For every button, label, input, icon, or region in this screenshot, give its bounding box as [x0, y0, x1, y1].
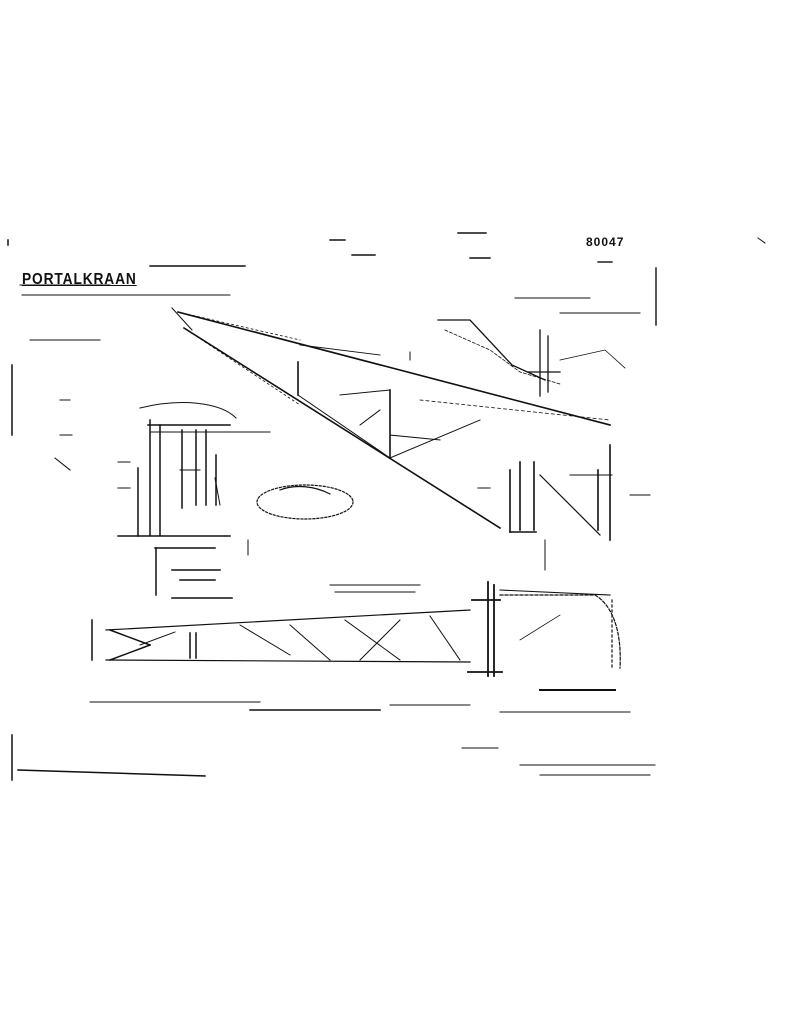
wheel-ellipse: [256, 484, 354, 520]
base-block: [154, 539, 249, 599]
lower-right-hood: [499, 594, 621, 691]
drawing-title: PORTALKRAAN: [22, 271, 137, 288]
left-border-marks: [7, 239, 206, 781]
lower-truss: [91, 609, 471, 663]
main-jib-truss: [171, 307, 611, 530]
header-rules: [21, 232, 657, 326]
dimension-lines: [89, 701, 656, 776]
right-leg-section: [509, 444, 613, 571]
lower-column: [467, 581, 611, 677]
annotation-marks: [19, 237, 766, 593]
pulley-detail: [437, 297, 641, 397]
tower-frame: [117, 402, 271, 537]
drawing-code: 80047: [586, 235, 625, 249]
